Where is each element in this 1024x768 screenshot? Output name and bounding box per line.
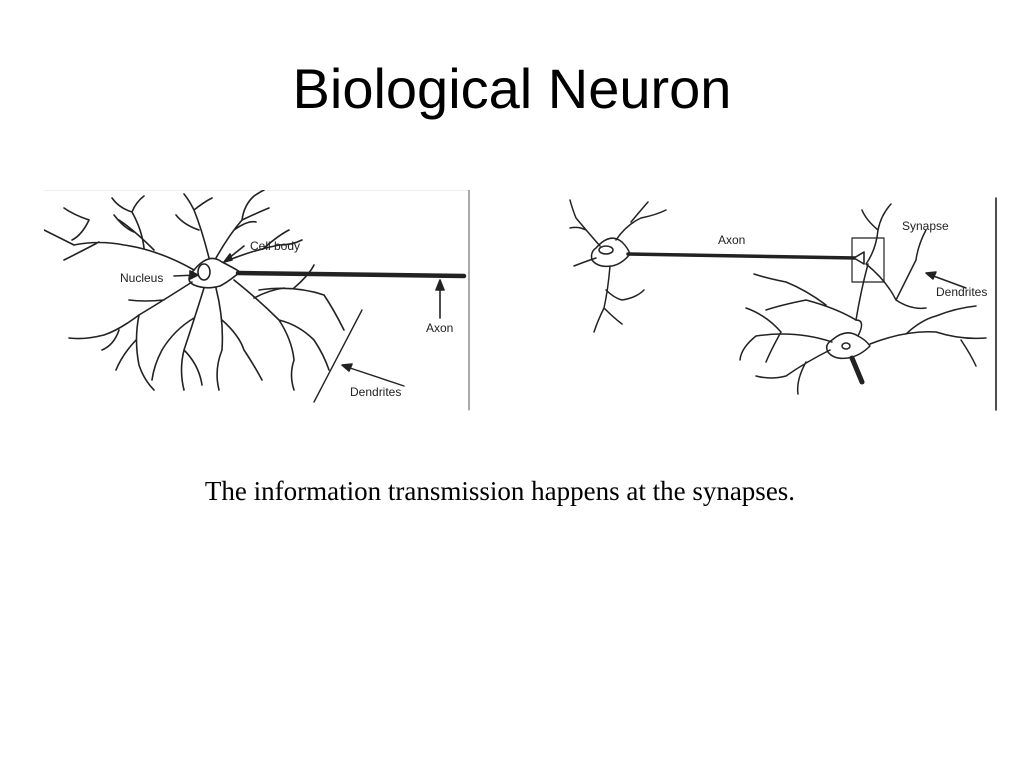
slide-caption: The information transmission happens at … [204,476,796,506]
postsynaptic-axon [849,355,865,385]
label-dendrites: Dendrites [936,285,987,299]
dendrites-pointer-right [343,365,405,387]
label-synapse: Synapse [902,219,949,233]
label-axon: Axon [426,321,453,335]
neuron-anatomy-figure: Cell body Nucleus Axon Dendrites [44,190,472,412]
neuron-anatomy-drawing: Cell body Nucleus Axon Dendrites [44,190,470,411]
dendrites-pointer-left [313,309,363,403]
axon-line [626,252,858,260]
presynaptic-nucleus [598,245,614,255]
synapse-drawing: Axon Synapse Dendrites [569,197,997,411]
synapse-figure: Axon Synapse Dendrites [566,190,1000,412]
label-axon: Axon [718,233,745,247]
axon-terminal [853,251,865,265]
nucleus-shape [197,263,211,281]
cell-body-outline [188,257,241,289]
axon-line [235,270,467,279]
postsynaptic-nucleus [841,342,851,350]
label-nucleus: Nucleus [120,271,163,285]
slide-title: Biological Neuron [292,57,732,120]
label-dendrites: Dendrites [350,385,401,399]
synapse-box [851,237,885,283]
postsynaptic-cell-body [825,332,871,360]
label-cell-body: Cell body [250,239,300,253]
